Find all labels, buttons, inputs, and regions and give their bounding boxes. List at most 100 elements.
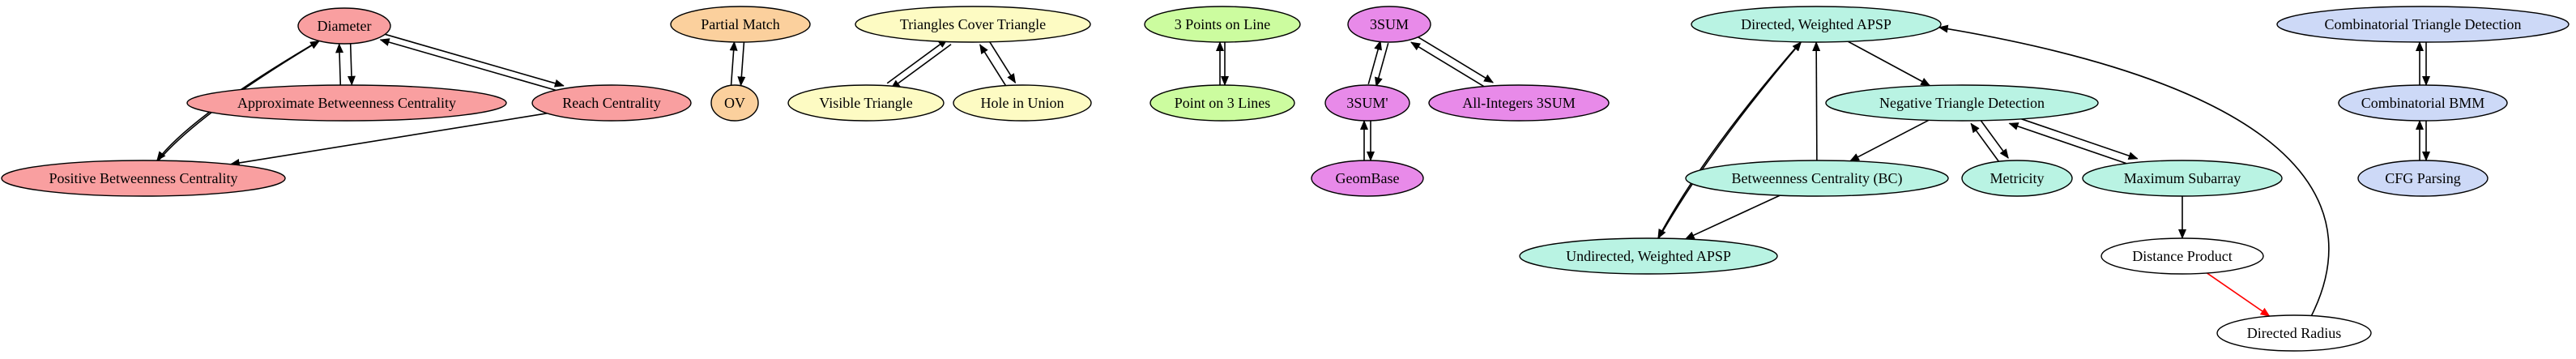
node-dir-apsp-shape — [1691, 6, 1942, 43]
node-ov-shape — [710, 84, 759, 122]
node-bc-label: Betweenness Centrality (BC) — [1732, 170, 1903, 187]
node-three-points-shape — [1144, 6, 1301, 43]
edge-reach-centrality-to-diameter — [379, 38, 562, 93]
node-visible-triangle-label: Visible Triangle — [819, 95, 912, 111]
node-hole-in-union: Hole in Union — [953, 84, 1092, 122]
node-visible-triangle: Visible Triangle — [787, 84, 945, 122]
edge-undir-apsp-to-dir-apsp — [1657, 41, 1802, 239]
edge-partial-match-to-ov — [737, 42, 746, 87]
node-point-on-lines: Point on 3 Lines — [1149, 84, 1295, 122]
node-partial-match-label: Partial Match — [701, 16, 779, 32]
node-triangles-cover-shape — [855, 6, 1091, 43]
node-metricity-label: Metricity — [1990, 170, 2045, 186]
node-positive-bc-label: Positive Betweenness Centrality — [49, 170, 238, 186]
node-max-subarray-label: Maximum Subarray — [2124, 170, 2241, 186]
node-approx-bc: Approximate Betweenness Centrality — [186, 84, 507, 122]
node-cfg-parsing-shape — [2357, 160, 2489, 197]
node-hole-in-union-label: Hole in Union — [981, 95, 1064, 111]
node-geombase-shape — [1311, 160, 1424, 197]
node-3sum-prime-shape — [1324, 84, 1410, 122]
node-3sum-shape — [1347, 6, 1431, 43]
node-max-subarray-shape — [2082, 160, 2283, 197]
edge-neg-triangle-to-max-subarray — [2011, 115, 2139, 160]
edge-neg-triangle-to-metricity — [1978, 117, 2009, 159]
edge-3sum-to-all-integers — [1414, 34, 1494, 83]
edge-diameter-to-reach-centrality — [382, 32, 565, 88]
node-distance-product-shape — [2100, 237, 2264, 275]
edge-3sum-prime-to-3sum — [1367, 40, 1382, 85]
node-neg-triangle-label: Negative Triangle Detection — [1879, 95, 2045, 111]
node-cfg-parsing-label: CFG Parsing — [2385, 170, 2461, 186]
node-partial-match-shape — [670, 6, 811, 43]
node-comb-triangle-shape — [2276, 6, 2570, 43]
node-positive-bc-shape — [1, 160, 286, 197]
node-reach-centrality-shape — [531, 84, 692, 122]
edge-approx-bc-to-diameter — [335, 43, 344, 86]
node-neg-triangle: Negative Triangle Detection — [1825, 84, 2099, 122]
node-comb-triangle: Combinatorial Triangle Detection — [2276, 6, 2570, 43]
node-three-points-label: 3 Points on Line — [1175, 16, 1271, 32]
node-comb-triangle-label: Combinatorial Triangle Detection — [2325, 16, 2522, 32]
node-cfg-parsing: CFG Parsing — [2357, 160, 2489, 197]
node-ov-label: OV — [724, 95, 745, 111]
edge-triangles-cover-to-hole-in-union — [987, 39, 1017, 83]
node-visible-triangle-shape — [787, 84, 945, 122]
node-approx-bc-label: Approximate Betweenness Centrality — [237, 95, 456, 111]
edge-metricity-to-neg-triangle — [1970, 122, 2002, 165]
node-all-integers-label: All-Integers 3SUM — [1462, 95, 1575, 111]
node-comb-bmm-shape — [2338, 84, 2508, 122]
edge-all-integers-to-3sum — [1410, 41, 1490, 91]
node-dir-apsp: Directed, Weighted APSP — [1691, 6, 1942, 43]
node-bc: Betweenness Centrality (BC) — [1685, 160, 1949, 197]
edge-diameter-to-approx-bc — [347, 43, 356, 86]
node-geombase-label: GeomBase — [1336, 170, 1400, 186]
node-hole-in-union-shape — [953, 84, 1092, 122]
node-bc-shape — [1685, 160, 1949, 197]
edge-bc-to-dir-apsp — [1812, 41, 1821, 161]
node-metricity: Metricity — [1961, 160, 2073, 197]
node-3sum-prime: 3SUM' — [1324, 84, 1410, 122]
edge-ov-to-partial-match — [729, 41, 738, 85]
node-reach-centrality: Reach Centrality — [531, 84, 692, 122]
node-distance-product-label: Distance Product — [2132, 248, 2232, 264]
node-max-subarray: Maximum Subarray — [2082, 160, 2283, 197]
node-neg-triangle-shape — [1825, 84, 2099, 122]
edge-reach-centrality-to-positive-bc — [229, 113, 548, 167]
edge-dir-apsp-to-neg-triangle — [1848, 41, 1931, 87]
node-point-on-lines-shape — [1149, 84, 1295, 122]
edge-3sum-to-3sum-prime — [1375, 42, 1389, 88]
node-undir-apsp-label: Undirected, Weighted APSP — [1566, 248, 1731, 264]
edge-neg-triangle-to-bc — [1849, 119, 1930, 162]
node-geombase: GeomBase — [1311, 160, 1424, 197]
node-undir-apsp: Undirected, Weighted APSP — [1519, 237, 1778, 275]
node-reach-centrality-label: Reach Centrality — [562, 95, 660, 111]
edge-distance-product-to-directed-radius — [2206, 272, 2271, 317]
node-metricity-shape — [1961, 160, 2073, 197]
node-positive-bc: Positive Betweenness Centrality — [1, 160, 286, 197]
node-all-integers-shape — [1428, 84, 1610, 122]
node-comb-bmm-label: Combinatorial BMM — [2361, 95, 2485, 111]
edge-visible-triangle-to-triangles-cover — [886, 38, 949, 84]
node-point-on-lines-label: Point on 3 Lines — [1175, 95, 1271, 111]
node-diameter-label: Diameter — [318, 18, 372, 34]
node-all-integers: All-Integers 3SUM — [1428, 84, 1610, 122]
edge-directed-radius-to-dir-apsp — [1938, 24, 2330, 316]
edge-dir-apsp-to-undir-apsp — [1657, 41, 1802, 239]
node-approx-bc-shape — [186, 84, 507, 122]
edge-bc-to-undir-apsp — [1684, 194, 1781, 240]
node-diameter-shape — [297, 7, 391, 45]
edges-layer — [156, 24, 2430, 317]
node-3sum-prime-label: 3SUM' — [1346, 95, 1388, 111]
node-3sum-label: 3SUM — [1370, 16, 1409, 32]
node-directed-radius: Directed Radius — [2216, 314, 2372, 352]
node-distance-product: Distance Product — [2100, 237, 2264, 275]
node-directed-radius-label: Directed Radius — [2247, 325, 2341, 341]
node-directed-radius-shape — [2216, 314, 2372, 352]
node-ov: OV — [710, 84, 759, 122]
node-comb-bmm: Combinatorial BMM — [2338, 84, 2508, 122]
node-triangles-cover-label: Triangles Cover Triangle — [900, 16, 1046, 32]
node-undir-apsp-shape — [1519, 237, 1778, 275]
node-triangles-cover: Triangles Cover Triangle — [855, 6, 1091, 43]
